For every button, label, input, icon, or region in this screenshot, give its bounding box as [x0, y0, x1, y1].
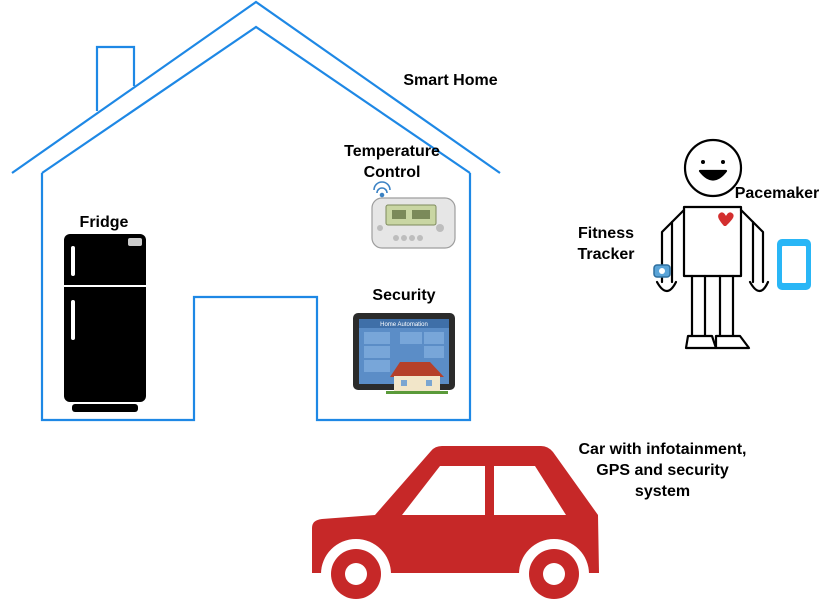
label-fridge: Fridge	[66, 212, 142, 233]
label-temperature-control-line1: Temperature	[333, 141, 451, 162]
smartphone-icon	[777, 239, 811, 290]
label-security: Security	[361, 285, 447, 306]
label-car: Car with infotainment, GPS and security …	[560, 439, 765, 502]
tablet-icon: Home Automation	[353, 313, 455, 394]
label-smart-home: Smart Home	[393, 70, 508, 91]
person-icon	[657, 140, 768, 348]
wifi-icon	[374, 182, 390, 197]
label-temperature-control: Temperature Control	[333, 141, 451, 183]
label-fitness-tracker-line2: Tracker	[566, 244, 646, 265]
fridge-icon	[64, 234, 146, 412]
tablet-screen-title: Home Automation	[380, 322, 428, 328]
label-fitness-tracker: Fitness Tracker	[566, 223, 646, 265]
label-car-line1: Car with infotainment,	[560, 439, 765, 460]
label-pacemaker: Pacemaker	[727, 183, 827, 204]
label-temperature-control-line2: Control	[333, 162, 451, 183]
car-icon	[312, 446, 599, 609]
fitness-tracker-icon	[654, 265, 670, 277]
label-fitness-tracker-line1: Fitness	[566, 223, 646, 244]
thermostat-icon	[372, 182, 455, 248]
label-car-line3: system	[560, 481, 765, 502]
label-car-line2: GPS and security	[560, 460, 765, 481]
